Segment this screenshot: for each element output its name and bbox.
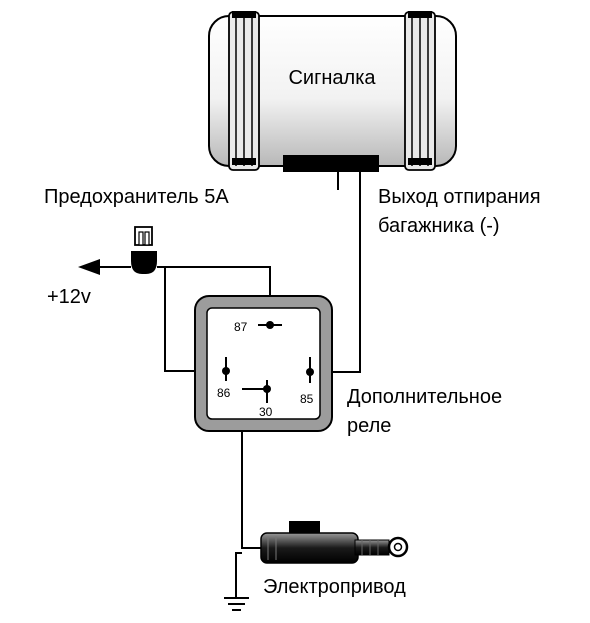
alarm-right-strap	[404, 11, 436, 171]
fuse-icon: Предохранитель 5А	[44, 186, 229, 274]
relay-pin-85: 85	[300, 357, 314, 406]
ground-icon	[224, 597, 249, 611]
supply-label: +12v	[47, 286, 91, 308]
alarm-connector	[283, 155, 379, 172]
wire-ground	[235, 552, 242, 598]
pin-87-label: 87	[234, 320, 248, 334]
fuse-label: Предохранитель 5А	[44, 186, 229, 208]
pin-30-label: 30	[259, 405, 273, 419]
pin-85-label: 85	[300, 392, 314, 406]
relay-pin-86: 86	[217, 357, 231, 400]
relay-label-line2: реле	[347, 415, 391, 437]
output-label-line1: Выход отпирания	[378, 186, 541, 208]
alarm-left-strap	[228, 11, 260, 171]
actuator-icon: Электропривод	[260, 521, 409, 598]
wire-30-to-actuator	[241, 385, 265, 549]
alarm-label: Сигналка	[288, 67, 376, 89]
pin-86-label: 86	[217, 386, 231, 400]
relay: 87 86 30 85	[194, 295, 333, 432]
actuator-label: Электропривод	[263, 576, 406, 598]
output-label-line2: багажника (-)	[378, 215, 500, 237]
relay-label-line1: Дополнительное	[347, 386, 502, 408]
supply-arrow: +12v	[47, 259, 131, 308]
relay-pin-87: 87	[234, 320, 282, 334]
alarm-unit: Сигналка	[208, 11, 457, 172]
